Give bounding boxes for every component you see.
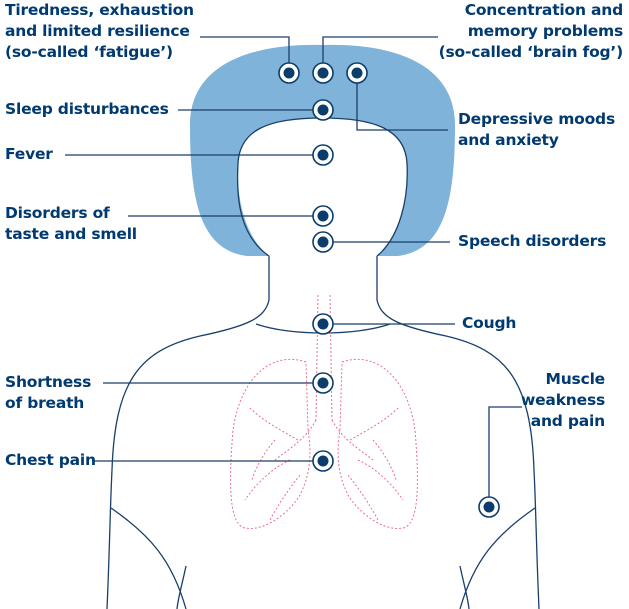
label-fever-line1: Fever bbox=[5, 144, 53, 165]
marker-chest bbox=[313, 451, 333, 471]
label-muscle-line1: Muscle bbox=[521, 369, 605, 390]
label-muscle: Muscle weakness and pain bbox=[521, 369, 605, 432]
label-speech: Speech disorders bbox=[458, 231, 606, 252]
label-fatigue-line2: and limited resilience bbox=[5, 21, 194, 42]
marker-muscle bbox=[479, 497, 499, 517]
label-taste-smell: Disorders of taste and smell bbox=[5, 203, 137, 245]
label-fever: Fever bbox=[5, 144, 53, 165]
label-speech-line1: Speech disorders bbox=[458, 231, 606, 252]
marker-taste-smell bbox=[313, 206, 333, 226]
label-cough: Cough bbox=[462, 313, 516, 334]
label-breath-line2: of breath bbox=[5, 393, 91, 414]
label-chest: Chest pain bbox=[5, 450, 96, 471]
label-depressive-line1: Depressive moods bbox=[458, 109, 615, 130]
label-breath: Shortness of breath bbox=[5, 372, 91, 414]
label-brain-fog: Concentration and memory problems (so-ca… bbox=[439, 0, 623, 63]
label-brain-fog-line1: Concentration and bbox=[439, 0, 623, 21]
label-taste-smell-line1: Disorders of bbox=[5, 203, 137, 224]
label-brain-fog-line2: memory problems bbox=[439, 21, 623, 42]
marker-cough bbox=[313, 314, 333, 334]
label-breath-line1: Shortness bbox=[5, 372, 91, 393]
label-taste-smell-line2: taste and smell bbox=[5, 224, 137, 245]
marker-fatigue bbox=[279, 63, 299, 83]
label-depressive: Depressive moods and anxiety bbox=[458, 109, 615, 151]
marker-brain-fog bbox=[313, 63, 333, 83]
label-chest-line1: Chest pain bbox=[5, 450, 96, 471]
label-sleep: Sleep disturbances bbox=[5, 99, 169, 120]
marker-fever bbox=[313, 145, 333, 165]
marker-speech bbox=[313, 232, 333, 252]
label-sleep-line1: Sleep disturbances bbox=[5, 99, 169, 120]
marker-breath bbox=[313, 373, 333, 393]
marker-depressive bbox=[347, 63, 367, 83]
label-muscle-line3: and pain bbox=[521, 411, 605, 432]
label-fatigue: Tiredness, exhaustion and limited resili… bbox=[5, 0, 194, 63]
label-fatigue-line1: Tiredness, exhaustion bbox=[5, 0, 194, 21]
label-depressive-line2: and anxiety bbox=[458, 130, 615, 151]
label-brain-fog-line3: (so-called ‘brain fog’) bbox=[439, 42, 623, 63]
label-cough-line1: Cough bbox=[462, 313, 516, 334]
label-fatigue-line3: (so-called ‘fatigue’) bbox=[5, 42, 194, 63]
body-outline bbox=[107, 118, 539, 609]
label-muscle-line2: weakness bbox=[521, 390, 605, 411]
marker-sleep bbox=[313, 100, 333, 120]
